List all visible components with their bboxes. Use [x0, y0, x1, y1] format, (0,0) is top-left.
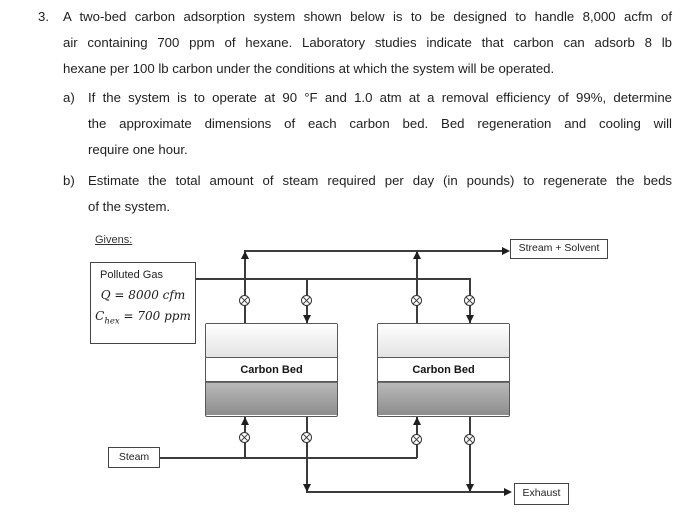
arrow-right-icon: [504, 488, 512, 496]
part-a-line: require one hour.: [88, 142, 188, 157]
part-b-text: Estimate the total amount of steam requi…: [88, 168, 672, 220]
pipe-feed-line: [196, 278, 471, 280]
arrow-up-icon: [241, 251, 249, 259]
part-a-label: a): [63, 90, 75, 105]
bed1-top-section: [206, 324, 337, 358]
arrow-down-icon: [466, 484, 474, 492]
pipe-bed1-outlet-riser: [244, 250, 246, 323]
stream-solvent-box: Stream + Solvent: [510, 239, 608, 259]
valve-icon: [239, 295, 250, 306]
part-a-line: the approximate dimensions of each carbo…: [88, 116, 672, 131]
arrow-down-icon: [303, 484, 311, 492]
pipe-bed2-exhaust-drop: [469, 417, 471, 492]
statement-line: A two-bed carbon adsorption system shown…: [63, 9, 672, 24]
valve-icon: [464, 434, 475, 445]
pipe-bed2-outlet-riser: [416, 250, 418, 323]
valve-icon: [464, 295, 475, 306]
arrow-down-icon: [303, 315, 311, 323]
statement-line: hexane per 100 lb carbon under the condi…: [63, 61, 555, 76]
bed2-label: Carbon Bed: [378, 358, 509, 382]
hexane-concentration-value: Chex = 700 ppm: [91, 309, 195, 326]
bed2-bottom-section: [378, 382, 509, 415]
valve-icon: [301, 295, 312, 306]
valve-icon: [239, 432, 250, 443]
pipe-exhaust-line: [306, 491, 504, 493]
carbon-bed-2: Carbon Bed: [377, 323, 510, 417]
valve-icon: [301, 432, 312, 443]
part-b-line: of the system.: [88, 199, 171, 214]
polluted-gas-box: Polluted Gas Q = 8000 cfm Chex = 700 ppm: [90, 262, 196, 344]
steam-box: Steam: [108, 447, 160, 468]
conc-symbol: C: [95, 309, 105, 323]
part-a-line: If the system is to operate at 90 °F and…: [88, 90, 672, 105]
givens-heading: Givens:: [95, 234, 133, 246]
valve-icon: [411, 434, 422, 445]
flow-rate-value: Q = 8000 cfm: [100, 288, 186, 302]
arrow-down-icon: [466, 315, 474, 323]
bed1-label: Carbon Bed: [206, 358, 337, 382]
conc-value: = 700 ppm: [119, 309, 191, 323]
conc-subscript: hex: [104, 316, 120, 327]
bed2-top-section: [378, 324, 509, 358]
arrow-up-icon: [413, 417, 421, 425]
valve-icon: [411, 295, 422, 306]
problem-number: 3.: [38, 9, 49, 24]
statement-line: air containing 700 ppm of hexane. Labora…: [63, 35, 672, 50]
exhaust-box: Exhaust: [514, 483, 569, 505]
pipe-bed1-exhaust-drop: [306, 417, 308, 492]
part-b-line: Estimate the total amount of steam requi…: [88, 173, 672, 188]
problem-statement: A two-bed carbon adsorption system shown…: [63, 4, 672, 82]
arrow-right-icon: [502, 247, 510, 255]
arrow-up-icon: [241, 417, 249, 425]
pipe-steam-line: [160, 457, 417, 459]
part-b-label: b): [63, 173, 75, 188]
polluted-gas-title: Polluted Gas: [100, 269, 163, 281]
arrow-up-icon: [413, 251, 421, 259]
bed1-bottom-section: [206, 382, 337, 415]
carbon-bed-1: Carbon Bed: [205, 323, 338, 417]
pipe-top-outlet-line: [244, 250, 504, 252]
part-a-text: If the system is to operate at 90 °F and…: [88, 85, 672, 163]
